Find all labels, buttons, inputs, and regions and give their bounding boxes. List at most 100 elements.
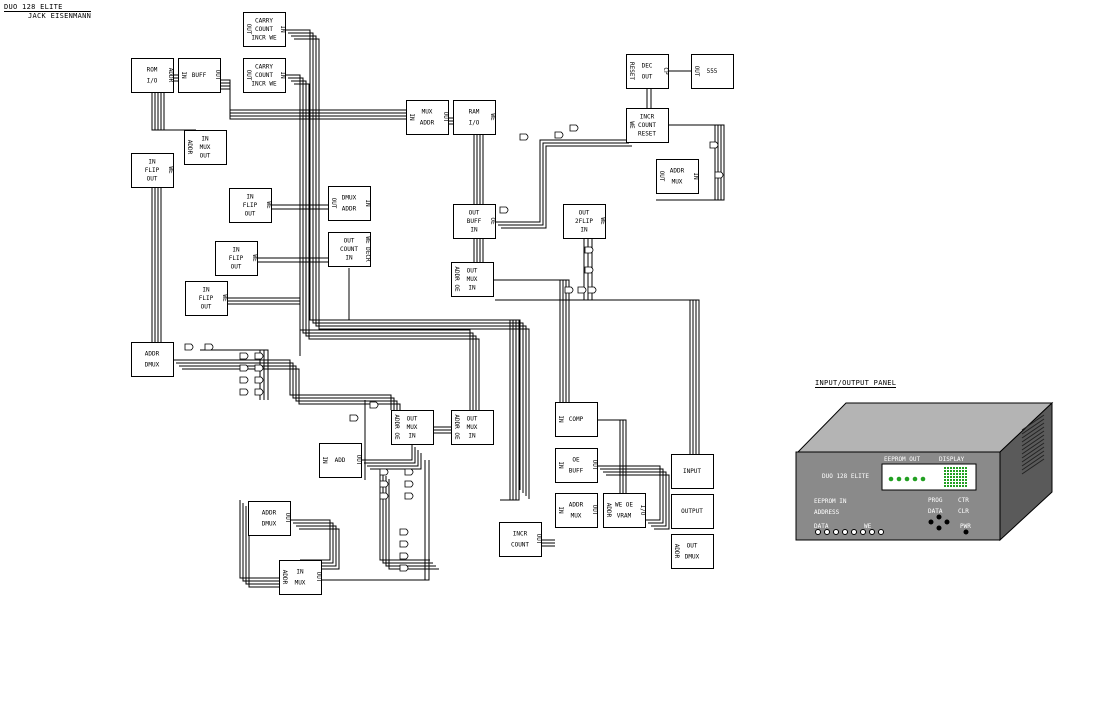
vent-slot bbox=[1021, 434, 1045, 451]
block-label: BUFF bbox=[467, 218, 482, 225]
block-side-label: WE bbox=[628, 121, 635, 129]
label-data-right: DATA bbox=[928, 508, 943, 515]
block-side-label: I/O bbox=[639, 505, 646, 516]
block-label: FLIP bbox=[229, 255, 244, 262]
title-line-1: DUO 128 ELITE bbox=[4, 3, 92, 12]
panel-switch[interactable] bbox=[851, 529, 857, 535]
wire bbox=[501, 145, 632, 229]
block-output: OUTPUT bbox=[671, 494, 714, 529]
display-pixel bbox=[953, 479, 955, 481]
display-pixel bbox=[947, 476, 949, 478]
display-pixel bbox=[947, 482, 949, 484]
panel-switch[interactable] bbox=[860, 529, 866, 535]
block-label: IN bbox=[408, 433, 416, 440]
vent-slot bbox=[1021, 438, 1045, 455]
vent-slot bbox=[1021, 422, 1045, 439]
display-pixel bbox=[959, 482, 961, 484]
panel-heading: INPUT/OUTPUT PANEL bbox=[815, 379, 897, 388]
wire bbox=[361, 444, 413, 461]
display-pixel bbox=[956, 485, 958, 487]
wire bbox=[600, 468, 664, 524]
panel-switch[interactable] bbox=[824, 529, 830, 535]
label-prog: PROG bbox=[928, 497, 943, 504]
panel-switch[interactable] bbox=[842, 529, 848, 535]
display-pixel bbox=[962, 482, 964, 484]
display-pixel bbox=[944, 482, 946, 484]
block-label: DMUX bbox=[145, 362, 160, 369]
block-label: IN bbox=[470, 227, 478, 234]
block-side-label: ADDR OE bbox=[453, 414, 460, 440]
wire bbox=[208, 349, 269, 400]
block-side-label: IN bbox=[279, 71, 286, 79]
block-label: DEC bbox=[642, 62, 653, 69]
block-input: INPUT bbox=[671, 454, 714, 489]
block-label: ADDR bbox=[420, 120, 435, 127]
display-pixel bbox=[950, 476, 952, 478]
label-clr: CLR bbox=[958, 508, 969, 515]
display-pixel bbox=[947, 470, 949, 472]
block-side-label: IN bbox=[408, 113, 415, 121]
panel-switch[interactable] bbox=[815, 529, 821, 535]
label-address: ADDRESS bbox=[814, 509, 840, 516]
wire bbox=[325, 460, 430, 581]
wire bbox=[239, 500, 279, 579]
display-pixel bbox=[944, 470, 946, 472]
block-side-label: OUT bbox=[214, 70, 221, 81]
block-side-label: OUT bbox=[442, 112, 449, 123]
block-label: MUX bbox=[571, 513, 582, 520]
display-pixel bbox=[959, 485, 961, 487]
panel-button[interactable] bbox=[944, 519, 950, 525]
wire bbox=[242, 503, 282, 582]
display-pixel bbox=[950, 479, 952, 481]
panel-button[interactable] bbox=[936, 514, 942, 520]
panel-button[interactable] bbox=[936, 525, 942, 531]
block-side-label: RESET bbox=[628, 62, 635, 80]
vent-slot bbox=[1021, 446, 1045, 463]
display-pixel bbox=[947, 485, 949, 487]
logic-gate bbox=[587, 286, 597, 294]
block-label: IN bbox=[345, 255, 353, 262]
wire bbox=[299, 528, 340, 570]
wire bbox=[495, 139, 626, 223]
logic-gate bbox=[379, 492, 389, 500]
display-pixel bbox=[953, 470, 955, 472]
panel-switch[interactable] bbox=[878, 529, 884, 535]
panel-button[interactable] bbox=[963, 529, 969, 535]
display-pixel bbox=[947, 473, 949, 475]
panel-button[interactable] bbox=[928, 519, 934, 525]
display-pixel bbox=[965, 467, 967, 469]
block-label: OE bbox=[572, 456, 580, 463]
logic-gate bbox=[399, 552, 409, 560]
display-pixel bbox=[962, 476, 964, 478]
logic-gate bbox=[349, 414, 359, 422]
logic-gate bbox=[204, 343, 214, 351]
wire bbox=[245, 506, 285, 585]
wire bbox=[294, 83, 480, 419]
wire bbox=[294, 38, 530, 499]
display-pixel bbox=[944, 485, 946, 487]
block-label: RESET bbox=[638, 131, 656, 138]
block-side-label: IN bbox=[557, 415, 564, 423]
block-label: COUNT bbox=[340, 246, 358, 253]
display-pixel bbox=[956, 467, 958, 469]
block-label: OUT bbox=[469, 210, 480, 217]
block-side-label: ADDR OE bbox=[393, 414, 400, 440]
panel-switch[interactable] bbox=[869, 529, 875, 535]
wire bbox=[227, 303, 301, 356]
wire bbox=[367, 450, 419, 467]
display-pixel bbox=[962, 473, 964, 475]
block-label: IN bbox=[148, 159, 156, 166]
block-label: CARRY bbox=[255, 64, 273, 71]
block-side-label: WE bbox=[221, 294, 228, 302]
panel-switch[interactable] bbox=[833, 529, 839, 535]
